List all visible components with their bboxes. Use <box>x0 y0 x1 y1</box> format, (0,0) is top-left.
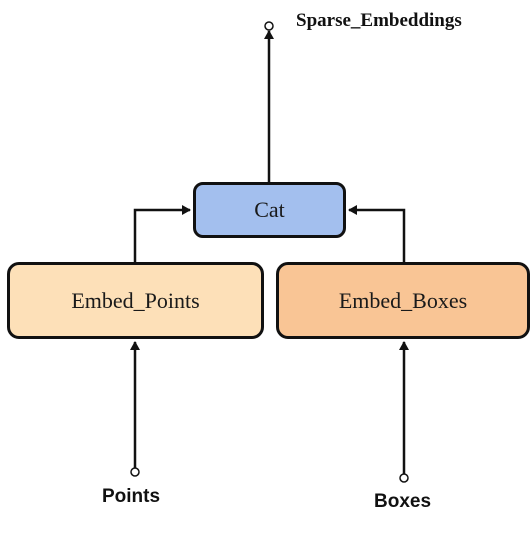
edge-embed-boxes-to-cat <box>348 205 406 262</box>
embed-points-node-label: Embed_Points <box>71 287 200 313</box>
output-port <box>264 21 274 31</box>
embed-boxes-node: Embed_Boxes <box>276 262 530 339</box>
cat-node: Cat <box>193 182 346 238</box>
boxes-input-port <box>399 473 409 483</box>
points-input-port <box>130 467 140 477</box>
edge-embed-points-to-cat <box>133 205 191 262</box>
cat-node-label: Cat <box>254 197 285 222</box>
embed-points-node: Embed_Points <box>7 262 264 339</box>
points-label: Points <box>102 486 161 507</box>
boxes-label: Boxes <box>374 491 432 512</box>
sparse-embeddings-label: Sparse_Embeddings <box>296 10 462 31</box>
embed-boxes-node-label: Embed_Boxes <box>338 287 468 313</box>
